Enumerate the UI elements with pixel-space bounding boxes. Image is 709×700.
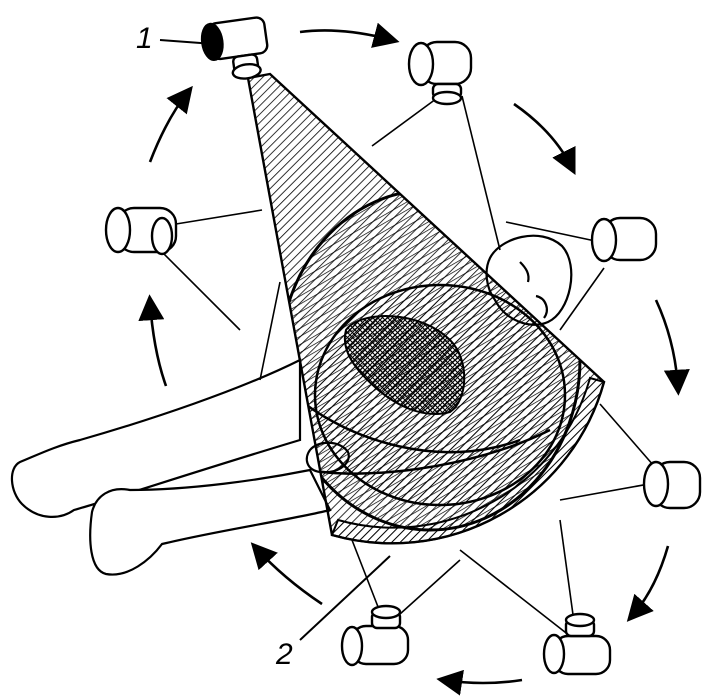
rotation-arrow-icon: [138, 22, 690, 696]
label-detector: 2: [276, 638, 293, 671]
scanned-organ: [343, 315, 466, 415]
label-source: 1: [136, 22, 153, 55]
leader-lines: [159, 39, 391, 641]
detector-arc: [330, 376, 606, 545]
x-ray-tube-icon: [104, 16, 702, 676]
